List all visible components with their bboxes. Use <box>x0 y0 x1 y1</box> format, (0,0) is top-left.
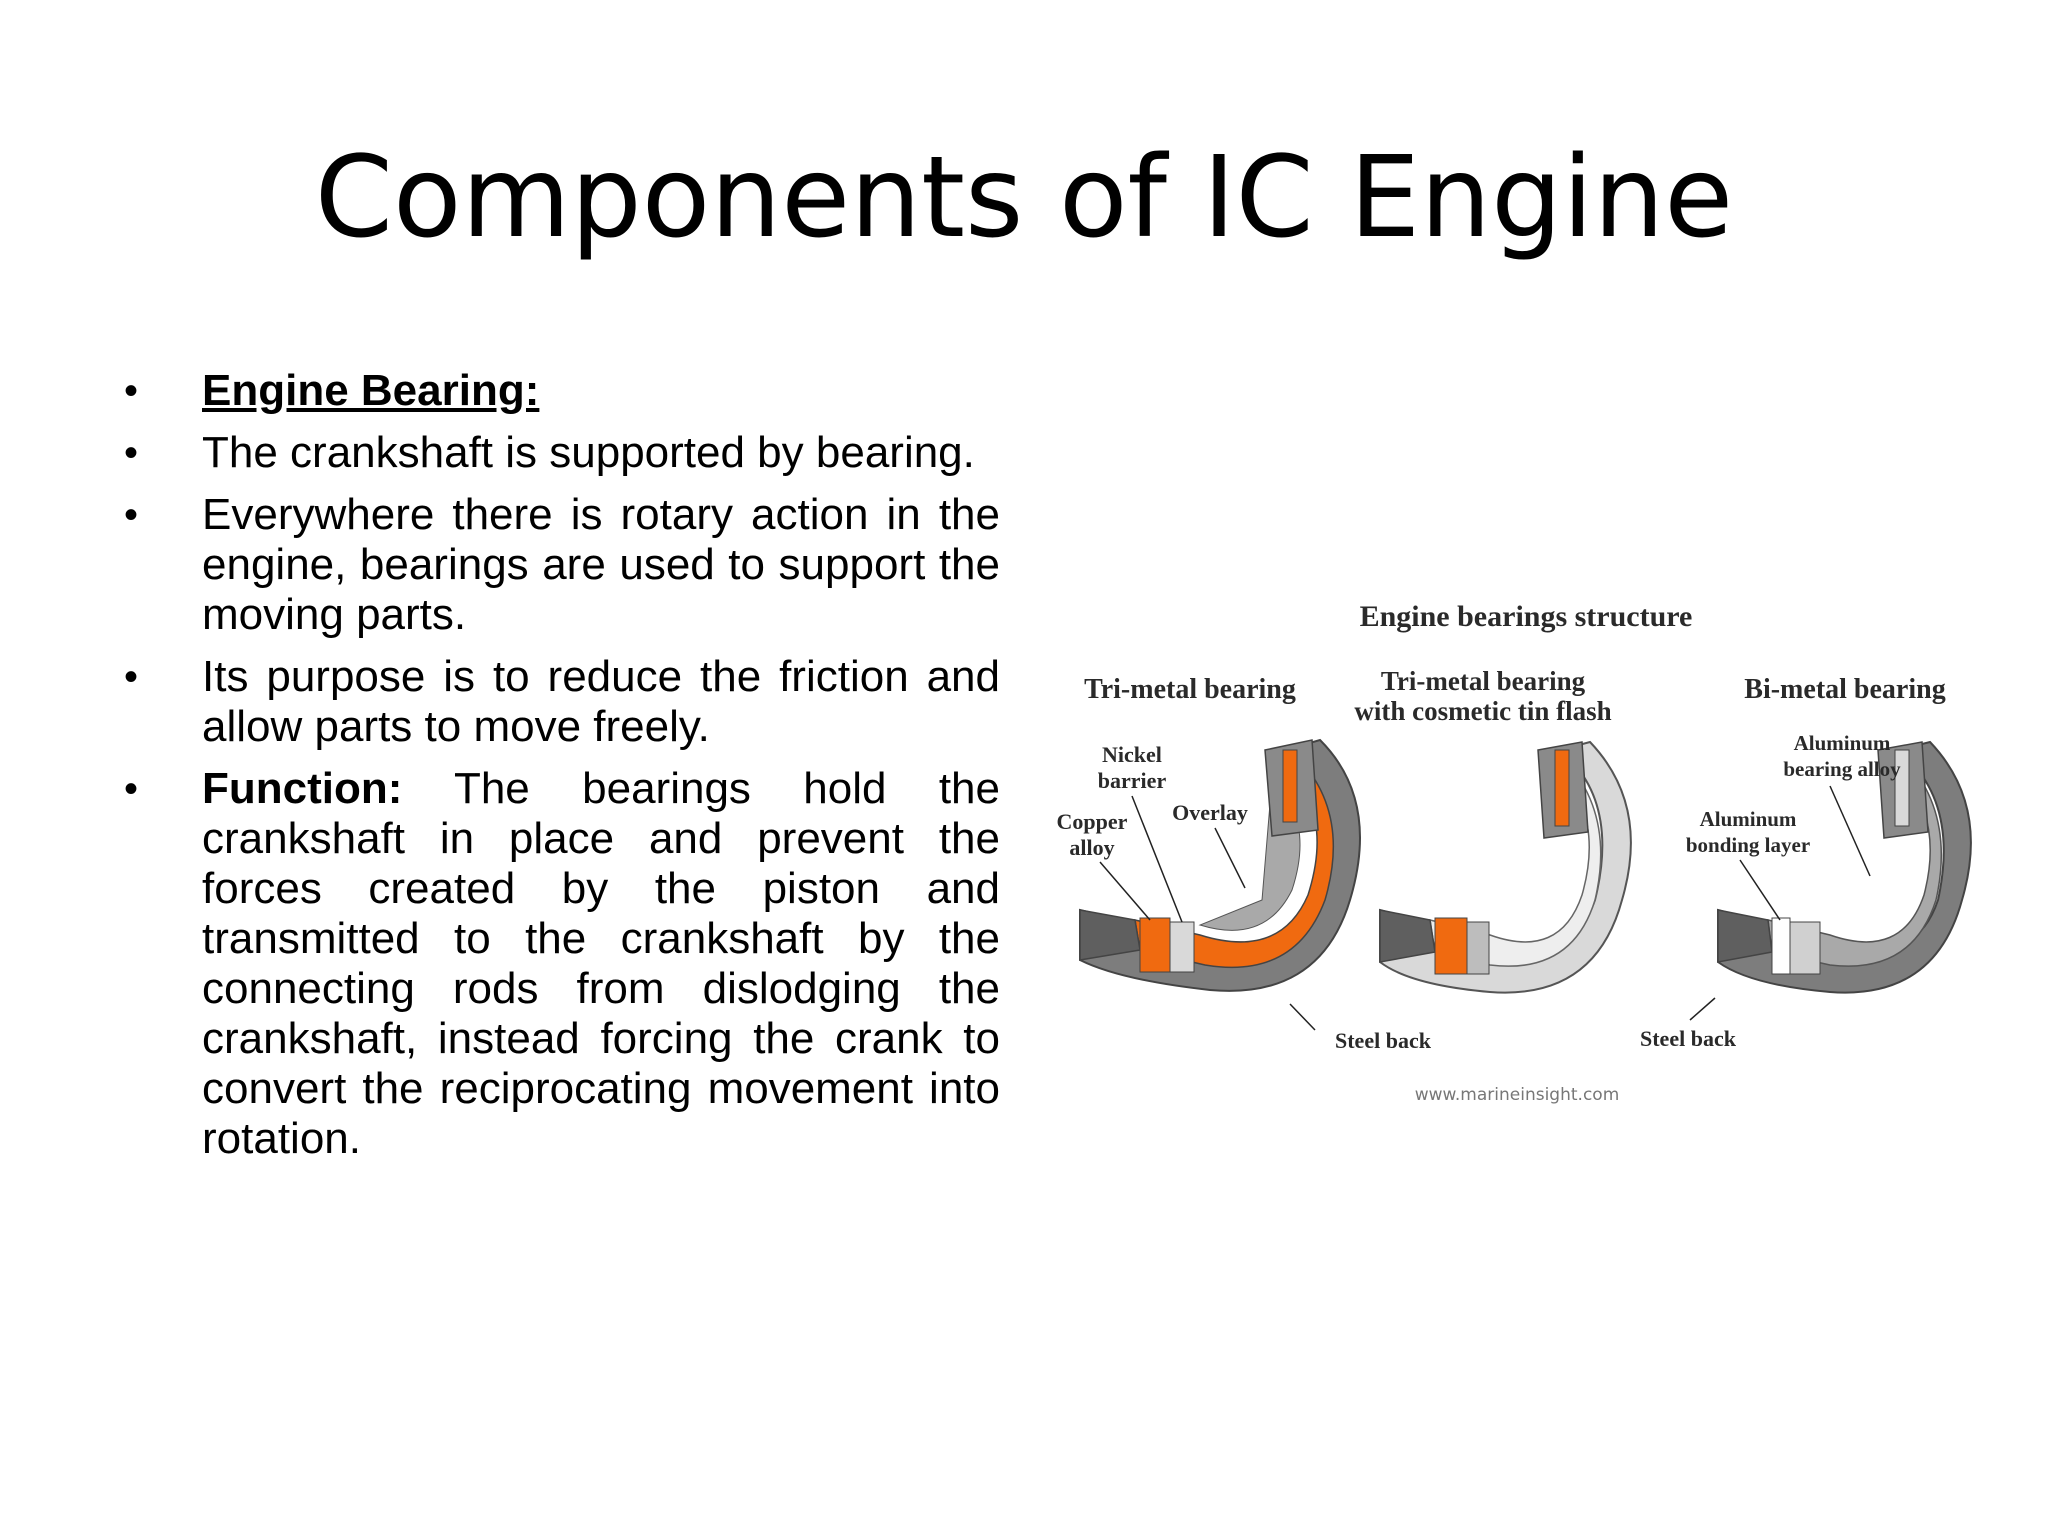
bullet-list: • Engine Bearing: • The crankshaft is su… <box>120 366 1000 1176</box>
label-overlay: Overlay <box>1172 800 1248 825</box>
bullet-icon: • <box>124 369 139 413</box>
bullet-icon: • <box>124 655 139 699</box>
label-aluminum-alloy-2: bearing alloy <box>1783 757 1901 781</box>
bi-metal-bearing-illustration <box>1717 740 1972 994</box>
label-copper: Copper <box>1057 809 1128 834</box>
label-nickel: Nickel <box>1102 742 1162 767</box>
panel2-title-line2: with cosmetic tin flash <box>1354 696 1611 726</box>
slide-title: Components of IC Engine <box>314 133 1734 263</box>
panel3-title: Bi-metal bearing <box>1744 674 1945 705</box>
tri-metal-bearing-illustration <box>1079 738 1361 992</box>
tri-metal-tin-flash-bearing-illustration <box>1379 740 1632 994</box>
bullet-text: The bearings hold the crankshaft in plac… <box>202 764 1000 1163</box>
label-alloy: alloy <box>1069 835 1114 860</box>
engine-bearings-figure: Engine bearings structure Tri-metal bear… <box>1057 600 1972 1105</box>
label-steel-back-1: Steel back <box>1335 1028 1432 1053</box>
panel2-title-line1: Tri-metal bearing <box>1381 666 1586 696</box>
label-aluminum-bonding-1: Aluminum <box>1700 807 1797 831</box>
pointer-line <box>1739 859 1781 921</box>
bullet-item-function: • Function: The bearings hold the cranks… <box>120 764 1000 1164</box>
label-steel-back-2: Steel back <box>1640 1026 1737 1051</box>
pointer-line <box>1289 1003 1316 1031</box>
bullet-icon: • <box>124 493 139 537</box>
bullet-item: • Everywhere there is rotary action in t… <box>120 490 1000 640</box>
bullet-item: • Its purpose is to reduce the friction … <box>120 652 1000 752</box>
label-barrier: barrier <box>1098 768 1167 793</box>
pointer-line <box>1099 861 1151 921</box>
bullet-heading: Engine Bearing: <box>202 366 540 415</box>
bullet-text: The crankshaft is supported by bearing. <box>202 428 975 477</box>
pointer-line <box>1214 827 1246 889</box>
label-aluminum-bonding-2: bonding layer <box>1686 833 1810 857</box>
figure-title: Engine bearings structure <box>1360 600 1693 633</box>
bullet-text: Everywhere there is rotary action in the… <box>202 490 1000 639</box>
figure-credit: www.marineinsight.com <box>1415 1085 1620 1105</box>
label-aluminum-alloy-1: Aluminum <box>1794 731 1891 755</box>
bullet-bold-label: Function: <box>202 764 403 813</box>
pointer-line <box>1689 997 1716 1021</box>
bullet-item-engine-bearing: • Engine Bearing: <box>120 366 1000 416</box>
bullet-icon: • <box>124 767 139 811</box>
bullet-text: Its purpose is to reduce the friction an… <box>202 652 1000 751</box>
bullet-icon: • <box>124 431 139 475</box>
pointer-line <box>1131 795 1183 923</box>
bullet-item: • The crankshaft is supported by bearing… <box>120 428 1000 478</box>
pointer-line <box>1829 785 1871 877</box>
panel1-title: Tri-metal bearing <box>1084 674 1296 705</box>
